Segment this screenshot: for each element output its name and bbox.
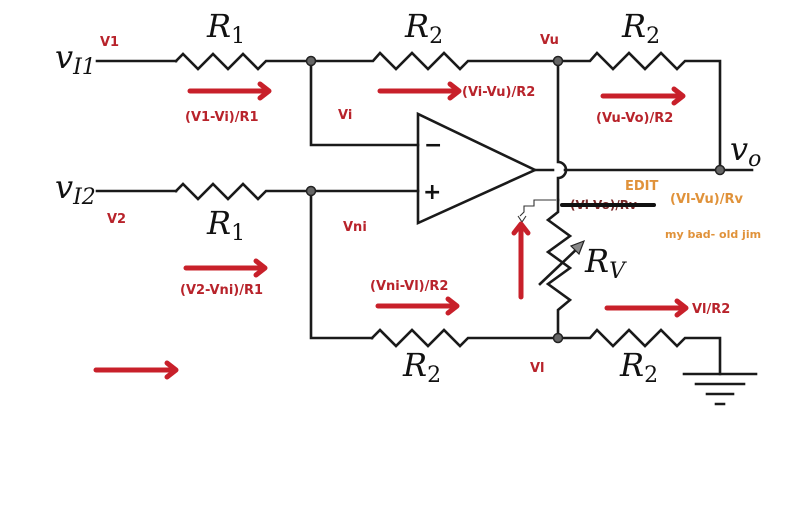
label-vo: vo	[730, 130, 761, 172]
resistor-r1-bottom	[174, 182, 420, 201]
wire-vu-vertical	[556, 59, 568, 202]
label-vi2: vI2	[55, 168, 96, 210]
wire-inverting-input	[309, 59, 420, 147]
node-label-vi: Vi	[338, 108, 352, 123]
current-arrow-r1-top	[187, 81, 272, 101]
node-vu	[552, 55, 564, 67]
current-arrow-r1-bottom	[183, 258, 268, 278]
opamp-triangle	[416, 111, 539, 226]
resistor-r2-top	[309, 51, 560, 71]
node-vl	[552, 332, 564, 344]
current-label-r1-bottom: (V2-Vni)/R1	[180, 283, 263, 298]
label-vi1: vI1	[55, 38, 96, 80]
node-label-v2: V2	[107, 212, 126, 227]
resistor-r2-ground	[556, 328, 722, 376]
node-label-v1: V1	[100, 35, 119, 50]
current-label-r2-ground: Vl/R2	[692, 302, 730, 317]
rv-variable-arrowhead	[569, 239, 586, 256]
node-label-vni: Vni	[343, 220, 367, 235]
label-r1-top: R1	[206, 7, 245, 49]
current-arrow-r2-ground	[604, 298, 689, 318]
wire-vni-down	[309, 189, 374, 340]
annotation-tick	[517, 215, 527, 223]
resistor-r2-feedback	[556, 51, 722, 172]
label-r1-bottom: R1	[206, 204, 245, 246]
edit-note: my bad- old jim	[665, 228, 761, 241]
current-arrow-r2-top	[377, 81, 462, 101]
label-rv: RV	[584, 242, 627, 284]
current-label-r2-bottom: (Vni-Vl)/R2	[370, 279, 448, 294]
label-r2-top: R2	[404, 7, 443, 49]
current-label-r2-top: (Vi-Vu)/R2	[462, 85, 535, 100]
edit-tag: EDIT	[625, 179, 659, 194]
current-label-r2-feedback: (Vu-Vo)/R2	[596, 111, 673, 126]
node-vni	[305, 185, 317, 197]
opamp-noninverting-sign: +	[423, 180, 441, 205]
node-label-vu: Vu	[540, 33, 559, 48]
current-label-r1-top: (V1-Vi)/R1	[185, 110, 259, 125]
rv-variable-arrow	[538, 244, 582, 286]
opamp-inverting-sign: −	[424, 133, 442, 158]
current-label-rv-corrected: (Vl-Vu)/Rv	[670, 192, 743, 207]
current-arrow-extra	[93, 360, 179, 380]
ground-icon	[682, 372, 758, 406]
label-r2-feedback: R2	[621, 7, 660, 49]
node-vo	[714, 164, 726, 176]
current-arrow-r2-bottom	[375, 296, 460, 316]
current-arrow-rv	[511, 221, 531, 300]
resistor-r1-top	[174, 52, 313, 71]
node-vi	[305, 55, 317, 67]
current-arrow-r2-feedback	[600, 86, 686, 106]
resistor-rv	[545, 198, 573, 340]
label-r2-bottom: R2	[402, 346, 441, 388]
annotation-bracket	[519, 199, 556, 217]
resistor-r2-bottom	[370, 328, 560, 348]
node-label-vl: Vl	[530, 361, 545, 376]
label-r2-ground: R2	[619, 346, 658, 388]
